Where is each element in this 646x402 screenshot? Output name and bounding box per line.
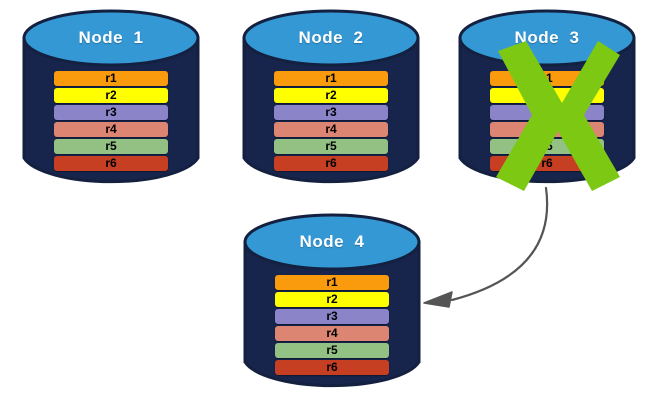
row-item[interactable]: r5: [274, 139, 388, 154]
row-label: r5: [105, 139, 117, 153]
row-label: r3: [325, 105, 337, 119]
row-item[interactable]: r3: [275, 309, 389, 324]
row-label: r6: [325, 156, 337, 170]
node-1[interactable]: Node 1 r1 r2 r3 r4 r5 r6: [22, 8, 200, 188]
row-item[interactable]: r4: [274, 122, 388, 137]
row-item[interactable]: r2: [54, 88, 168, 103]
row-label: r2: [325, 88, 337, 102]
row-item[interactable]: r2: [490, 88, 604, 103]
row-item[interactable]: r2: [274, 88, 388, 103]
row-item[interactable]: r1: [275, 275, 389, 290]
row-item[interactable]: r6: [275, 360, 389, 375]
node-2[interactable]: Node 2 r1 r2 r3 r4 r5 r6: [242, 8, 420, 188]
row-label: r5: [326, 343, 338, 357]
row-list: r1 r2 r3 r4 r5 r6: [242, 71, 420, 171]
row-label: r3: [541, 105, 553, 119]
row-label: r2: [326, 292, 338, 306]
row-item[interactable]: r3: [54, 105, 168, 120]
row-label: r2: [105, 88, 117, 102]
row-label: r4: [326, 326, 338, 340]
row-item[interactable]: r4: [275, 326, 389, 341]
row-label: r4: [541, 122, 553, 136]
row-label: r5: [325, 139, 337, 153]
row-list: r1 r2 r3 r4 r5 r6: [243, 275, 421, 375]
row-item[interactable]: r1: [490, 71, 604, 86]
row-item[interactable]: r3: [274, 105, 388, 120]
row-label: r3: [326, 309, 338, 323]
row-list: r1 r2 r3 r4 r5 r6: [458, 71, 636, 171]
row-item[interactable]: r2: [275, 292, 389, 307]
row-label: r5: [541, 139, 553, 153]
node-3[interactable]: Node 3 r1 r2 r3 r4 r5 r6: [458, 8, 636, 191]
row-label: r2: [541, 88, 553, 102]
row-label: r1: [541, 71, 553, 85]
row-label: r4: [325, 122, 337, 136]
row-item[interactable]: r1: [274, 71, 388, 86]
row-item[interactable]: r6: [274, 156, 388, 171]
row-label: r4: [105, 122, 117, 136]
row-label: r6: [105, 156, 117, 170]
row-item[interactable]: r4: [54, 122, 168, 137]
row-item[interactable]: r4: [490, 122, 604, 137]
row-item[interactable]: r6: [54, 156, 168, 171]
row-list: r1 r2 r3 r4 r5 r6: [22, 71, 200, 171]
row-item[interactable]: r5: [54, 139, 168, 154]
row-label: r3: [105, 105, 117, 119]
row-item[interactable]: r1: [54, 71, 168, 86]
row-item[interactable]: r5: [490, 139, 604, 154]
row-label: r1: [326, 275, 338, 289]
row-item[interactable]: r3: [490, 105, 604, 120]
row-label: r1: [325, 71, 337, 85]
row-label: r1: [105, 71, 117, 85]
row-label: r6: [541, 156, 553, 170]
row-label: r6: [326, 360, 338, 374]
row-item[interactable]: r6: [490, 156, 604, 171]
row-item[interactable]: r5: [275, 343, 389, 358]
node-4[interactable]: Node 4 r1 r2 r3 r4 r5 r6: [243, 212, 421, 392]
